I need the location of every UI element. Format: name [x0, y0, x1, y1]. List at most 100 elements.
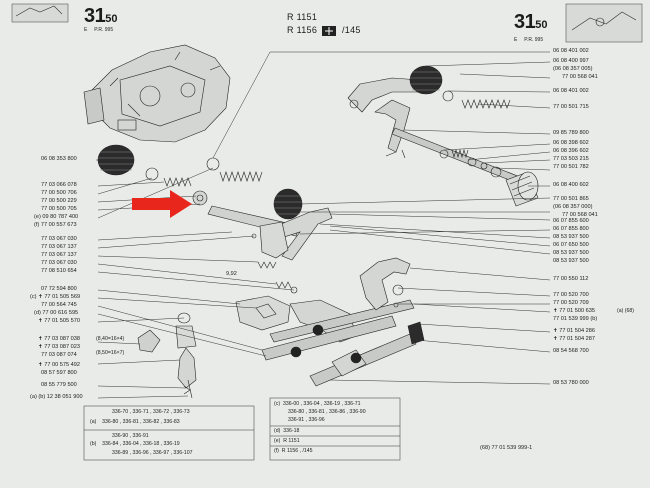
row-tag: (f): [274, 448, 279, 454]
detent-parts: [385, 148, 502, 178]
table-left-row: 336-70 , 336-71 , 336-72 , 336-73: [112, 409, 190, 415]
left-code-main: 31: [84, 5, 106, 27]
shift-fork-lower: [235, 295, 415, 361]
spring-left: [163, 177, 192, 187]
right-label: 77 00 550 112: [553, 276, 589, 282]
right-label: ✝ 77 01 504 286: [553, 328, 596, 334]
right-label: 77 03 503 215: [553, 156, 589, 162]
table-right-row: 336-91 , 336-96: [288, 417, 325, 423]
right-label: 77 00 568 041: [562, 212, 598, 218]
left-label: 77 03 067 030: [41, 260, 77, 266]
left-label: 77 03 087 074: [41, 352, 77, 358]
row-text: 336-89 , 336-96 , 336-97 , 336-107: [112, 450, 193, 456]
table-right-row: (e) R 1151: [274, 438, 300, 444]
right-label: 77 00 501 865: [553, 196, 589, 202]
left-label: 77 03 067 137: [41, 244, 77, 250]
table-right-box: [269, 397, 401, 461]
right-label: 77 00 501 715: [553, 104, 589, 110]
table-left-row: 336-90 , 336-91: [112, 433, 149, 439]
right-label: 77 00 520 700: [553, 292, 589, 298]
washer-left: [145, 167, 159, 181]
bushing: [192, 190, 208, 206]
spring-small-1: [257, 261, 277, 269]
row-tag: (a): [90, 419, 97, 425]
rubber-boot-middle: [273, 188, 303, 220]
right-label: 06 08 401 002: [553, 88, 589, 94]
row-text: 336-84 , 336-04 , 336-18 , 336-19: [102, 441, 180, 447]
right-label: 06 08 396 602: [553, 148, 589, 154]
gearbox-sketch: [83, 44, 231, 143]
mid-header-icon: [322, 26, 336, 36]
pin-size-label: 9,92: [226, 271, 237, 277]
right-code-sup: 50: [535, 19, 548, 31]
left-label: 06 08 353 800: [41, 156, 77, 162]
row-text: 336-90 , 336-91: [112, 433, 149, 439]
washer-upper: [442, 90, 454, 102]
right-label: 06 08 401 002: [553, 48, 589, 54]
fork-bracket: [259, 221, 289, 259]
model-line-2: R 1156: [287, 25, 318, 35]
right-label: 08 53 937 500: [553, 250, 589, 256]
row-text: 336-18: [283, 428, 300, 434]
left-label: 77 03 067 137: [41, 252, 77, 258]
fork-hook-right: [359, 257, 411, 311]
right-sub-pr: P.R. 995: [524, 37, 544, 43]
left-label: (d) 77 00 616 595: [34, 310, 79, 316]
right-code-main: 31: [514, 11, 536, 33]
table-left-row: (b) 336-84 , 336-04 , 336-18 , 336-19: [90, 441, 180, 447]
right-label: 08 53 937 500: [553, 258, 589, 264]
shift-fork-upper: [347, 77, 429, 153]
row-tag: (b): [90, 441, 97, 447]
model-line-1: R 1151: [287, 12, 318, 22]
right-label: 09 85 789 800: [553, 130, 589, 136]
gearbox-icon-right: [565, 3, 643, 43]
left-label: (e) 09 80 787 400: [34, 214, 79, 220]
row-text: 336-80 , 336-81 , 336-86 , 336-90: [288, 409, 366, 415]
right-label: 06 08 398 602: [553, 140, 589, 146]
right-label: 08 53 937 500: [553, 234, 589, 240]
right-label: 06 07 855 800: [553, 226, 589, 232]
right-label: 06 07 650 500: [553, 242, 589, 248]
right-label: (06 08 357 000): [553, 204, 593, 210]
right-label: 77 00 568 041: [562, 74, 598, 80]
left-label: (f) 77 00 557 673: [34, 222, 77, 228]
left-label: (a) (b) 12 38 051 900: [30, 394, 83, 400]
table-left-box: [83, 405, 255, 461]
left-label: ✝ 77 01 505 570: [38, 318, 81, 324]
left-sub-e: E: [84, 27, 88, 33]
gearbox-icon-left: [11, 3, 69, 23]
left-label: ✝ 77 03 087 023: [38, 344, 81, 350]
left-sub: E P.R. 995: [84, 28, 113, 33]
leader-lines-left: [96, 159, 295, 399]
row-text: 336-70 , 336-71 , 336-72 , 336-73: [112, 409, 190, 415]
left-label: 08 57 597 800: [41, 370, 77, 376]
row-text: R 1156 , /145: [281, 448, 313, 454]
left-label: ✝ 77 03 087 038: [38, 336, 81, 342]
left-code-sup: 50: [105, 13, 118, 25]
row-text: 336-91 , 336-96: [288, 417, 325, 423]
left-label: 77 00 564 745: [41, 302, 77, 308]
left-label: (8,40=16×4): [96, 336, 125, 342]
table-left-row: 336-89 , 336-96 , 336-97 , 336-107: [112, 450, 193, 456]
right-label: (a) (68): [617, 308, 635, 314]
right-label: 06 08 400 602: [553, 182, 589, 188]
rubber-boot-left: [97, 144, 135, 176]
left-label: ✝ 77 00 575 492: [38, 362, 81, 368]
leader-lines-right: [212, 51, 551, 385]
right-label: 77 00 501 782: [553, 164, 589, 170]
row-tag: (c): [274, 401, 281, 407]
right-label: 06 08 400 997: [553, 58, 589, 64]
reverse-light-switch: [137, 312, 197, 399]
right-label: ✝ 77 01 504 287: [553, 336, 596, 342]
spring-upper: [461, 99, 511, 109]
ball-2: [290, 286, 298, 294]
right-label: 77 00 520 709: [553, 300, 589, 306]
footer-reference: (68) 77 01 539 999-1: [480, 445, 533, 451]
right-label: 08 54 568 700: [553, 348, 589, 354]
row-text: R 1151: [283, 438, 300, 444]
table-right-row: (d) 336-18: [274, 428, 300, 434]
row-text: 336-80 , 336-81 , 336-82 , 336-83: [102, 419, 180, 425]
left-label: 77 03 067 030: [41, 236, 77, 242]
model-page: /145: [342, 25, 361, 35]
